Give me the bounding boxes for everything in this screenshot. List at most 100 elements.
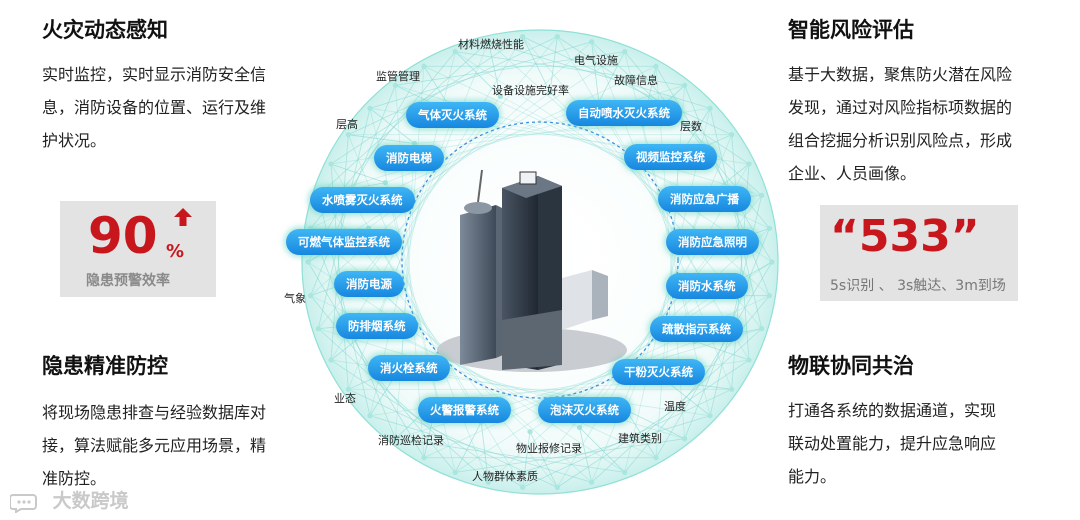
fire-sensing-title: 火灾动态感知 — [42, 18, 168, 42]
network-node — [682, 82, 688, 88]
text-line: 实时监控，实时显示消防安全信 — [42, 65, 267, 84]
text-line: 息，消防设备的位置、运行及维 — [42, 98, 267, 117]
system-pill[interactable]: 视频监控系统 — [624, 144, 717, 170]
data-tag: 设备设施完好率 — [492, 84, 569, 97]
up-arrow-icon — [174, 208, 192, 226]
inner-dashed-ring — [401, 121, 679, 399]
network-node — [759, 326, 765, 332]
network-node — [452, 469, 458, 475]
network-node — [589, 39, 595, 45]
network-node — [421, 63, 427, 69]
system-pill[interactable]: 消火栓系统 — [368, 355, 450, 381]
network-link — [369, 41, 592, 109]
network-link — [488, 228, 770, 483]
network-node — [547, 89, 553, 95]
system-pill[interactable]: 消防电梯 — [374, 145, 444, 171]
network-node — [707, 413, 713, 419]
risk-assessment-title: 智能风险评估 — [788, 18, 914, 42]
data-tag: 电气设施 — [574, 54, 618, 67]
network-link — [655, 261, 773, 458]
system-pill[interactable]: 火警报警系统 — [418, 397, 511, 423]
network-node — [367, 105, 373, 111]
data-tag: 气象 — [284, 292, 306, 305]
network-link — [455, 51, 773, 263]
system-pill[interactable]: 消防电源 — [334, 271, 404, 297]
system-pill[interactable]: 泡沫灭火系统 — [538, 397, 631, 423]
data-tag: 材料燃烧性能 — [458, 38, 524, 51]
network-link — [598, 51, 626, 103]
network-link — [455, 438, 685, 473]
network-link — [455, 51, 685, 86]
network-link — [414, 124, 643, 144]
system-pill[interactable]: 消防水系统 — [666, 273, 748, 299]
system-pill[interactable]: 防排烟系统 — [336, 313, 418, 339]
text-line: 准防控。 — [42, 469, 107, 488]
network-node — [382, 180, 388, 186]
efficiency-stat-card: 90 % 隐患预警效率 — [60, 201, 216, 297]
data-tag: 故障信息 — [614, 74, 658, 87]
network-link — [522, 431, 531, 488]
network-link — [625, 409, 657, 458]
network-node — [746, 357, 752, 363]
network-link — [481, 340, 695, 423]
system-pill[interactable]: 消防应急广播 — [658, 186, 751, 212]
chat-bubble-icon — [9, 493, 37, 514]
network-node — [527, 429, 533, 435]
system-pill[interactable]: 消防应急照明 — [666, 229, 759, 255]
efficiency-unit: % — [166, 241, 185, 262]
network-node — [653, 63, 659, 69]
network-link — [709, 108, 763, 329]
system-pill[interactable]: 气体灭火系统 — [406, 102, 499, 128]
network-link — [348, 388, 558, 488]
data-tag: 人物群体素质 — [472, 470, 538, 483]
network-link — [369, 107, 415, 144]
network-link — [307, 51, 625, 263]
system-pill[interactable]: 干粉灭火系统 — [612, 359, 705, 385]
response-caption: 5s识别 、 3s触达、3m到场 — [830, 278, 1006, 294]
network-node — [577, 424, 583, 431]
fire-system-diagram: 气体灭火系统 消防电梯 水喷雾灭火系统 可燃气体监控系统 消防电源 防排烟系统 … — [270, 20, 810, 500]
network-node — [411, 140, 418, 147]
risk-assessment-text: 基于大数据，聚焦防火潜在风险 发现，通过对风险指标项数据的 组合挖掘分析识别风险… — [788, 58, 1012, 190]
text-line: 基于大数据，聚焦防火潜在风险 — [788, 65, 1013, 84]
network-node — [622, 49, 628, 55]
fire-sensing-text: 实时监控，实时显示消防安全信 息，消防设备的位置、运行及维 护状况。 — [42, 58, 266, 157]
building-illustration — [437, 169, 627, 372]
network-node — [328, 161, 334, 167]
text-line: 能力。 — [788, 467, 837, 486]
network-link — [487, 41, 501, 97]
network-link — [500, 96, 704, 201]
network-node — [345, 386, 351, 392]
hazard-control-text: 将现场隐患排查与经验数据库对 接，算法赋能多元应用场景，精 准防控。 — [42, 396, 266, 495]
system-pill[interactable]: 水喷雾灭火系统 — [310, 187, 415, 213]
response-stat-card: “533” 5s识别 、 3s触达、3m到场 — [820, 205, 1018, 301]
system-pill[interactable]: 自动喷水灭火系统 — [566, 100, 682, 126]
network-link — [369, 415, 592, 483]
network-link — [529, 431, 558, 488]
network-link — [310, 295, 456, 473]
data-tag: 层高 — [336, 118, 358, 131]
network-node — [421, 455, 427, 461]
system-pill[interactable]: 疏散指示系统 — [650, 316, 743, 342]
text-line: 护状况。 — [42, 131, 107, 150]
watermark-text: 大数跨境 — [52, 490, 129, 512]
network-node — [497, 93, 503, 100]
data-tag: 业态 — [334, 392, 356, 405]
network-link — [454, 421, 482, 473]
network-link — [318, 328, 489, 483]
network-node — [682, 436, 688, 442]
network-node — [307, 293, 314, 299]
data-tag: 建筑类别 — [618, 432, 662, 445]
efficiency-value: 90 — [88, 207, 158, 265]
network-link — [624, 295, 770, 473]
network-link — [330, 359, 523, 488]
network-link — [591, 41, 600, 102]
network-node — [622, 469, 628, 475]
network-link — [317, 108, 371, 329]
network-link — [330, 163, 524, 488]
data-tag: 监管管理 — [376, 70, 420, 83]
text-line: 将现场隐患排查与经验数据库对 — [42, 403, 267, 422]
system-pill[interactable]: 可燃气体监控系统 — [286, 229, 402, 255]
network-node — [729, 132, 735, 138]
text-line: 打通各系统的数据通道，实现 — [788, 401, 997, 420]
